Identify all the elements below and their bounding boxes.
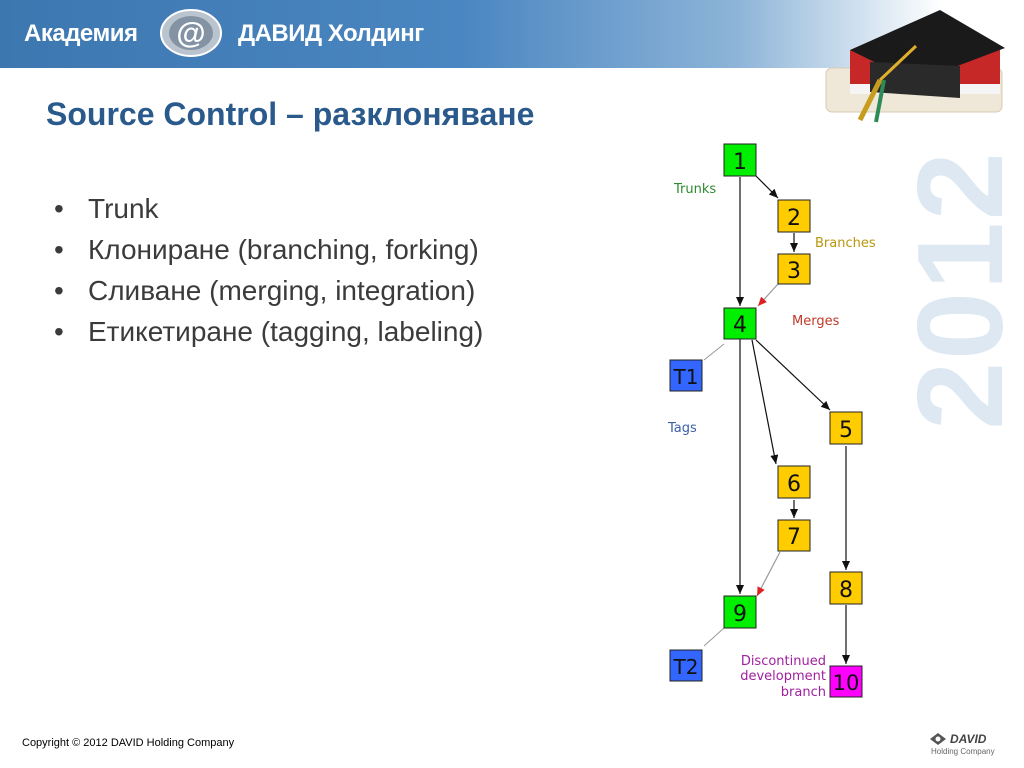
node-6-label: 6 [787,472,801,497]
node-1-label: 1 [733,150,747,175]
bullet-text: Клониране (branching, forking) [88,234,479,265]
bullet-item: • Trunk [54,193,483,234]
logo-sub: Holding Company [931,747,995,756]
edge-4-5 [755,339,831,411]
label-discontinued-line2: development [740,669,826,684]
node-3-label: 3 [787,259,801,284]
at-sign-logo-icon: @ [160,9,222,57]
node-8-label: 8 [839,578,853,603]
edge-4-6 [751,339,779,465]
brand-david-holding: ДАВИД Холдинг [238,20,424,47]
label-discontinued-line3: branch [781,685,826,700]
edge-1-2 [755,175,779,199]
label-discontinued-line1: Discontinued [741,654,826,669]
edge-9-t2 [703,627,725,647]
node-9 [723,595,757,629]
tag-t1-label: T1 [673,365,699,389]
edge-4-t1 [703,343,725,361]
slide-title: Source Control – разклоняване [46,96,535,132]
node-2 [777,199,811,233]
bullet-dot-icon: • [54,275,64,306]
bullet-item: • Сливане (merging, integration) [54,275,483,316]
node-5-label: 5 [839,418,853,443]
svg-text:@: @ [176,17,205,50]
bullet-text: Етикетиране (tagging, labeling) [88,316,484,347]
brand-academy: Академия [24,20,138,47]
node-5 [829,411,863,445]
branching-diagram: 1 2 3 4 T1 5 6 7 8 9 T2 10 Trunks Branch… [667,143,876,700]
tag-t1 [669,359,703,392]
node-1 [723,143,757,177]
label-branches: Branches [815,236,876,251]
bullet-item: • Клониране (branching, forking) [54,234,483,275]
node-9-label: 9 [733,602,747,627]
header-banner: Академия @ ДАВИД Холдинг [0,0,1024,68]
bullet-text: Trunk [88,193,159,224]
node-4 [723,307,757,340]
node-7 [777,519,811,552]
watermark-year-text: 2012 [892,150,1024,430]
node-7-label: 7 [787,525,801,550]
year-watermark: 2012 [892,140,1024,440]
david-holding-logo-icon: DAVID Holding Company [930,732,995,756]
edge-3-4-merge [757,283,779,307]
node-10 [829,665,863,698]
bullet-dot-icon: • [54,193,64,224]
bullet-list: • Trunk • Клониране (branching, forking) •… [54,193,483,357]
logo-word: DAVID [950,732,987,746]
edge-7-9-merge [756,551,781,597]
label-merges: Merges [792,314,840,329]
copyright-text: Copyright © 2012 DAVID Holding Company [22,737,235,749]
label-tags: Tags [667,421,697,436]
bullet-text: Сливане (merging, integration) [88,275,476,306]
node-8 [829,571,863,605]
graduation-cap-icon [825,10,1005,123]
node-4-label: 4 [733,313,747,338]
node-2-label: 2 [787,206,801,231]
bullet-dot-icon: • [54,316,64,347]
tag-t2 [669,649,703,682]
node-10-label: 10 [833,671,860,695]
node-6 [777,465,811,499]
label-trunks: Trunks [673,182,716,197]
bullet-item: • Етикетиране (tagging, labeling) [54,316,483,357]
bullet-dot-icon: • [54,234,64,265]
node-3 [777,253,811,285]
tag-t2-label: T2 [673,655,699,679]
